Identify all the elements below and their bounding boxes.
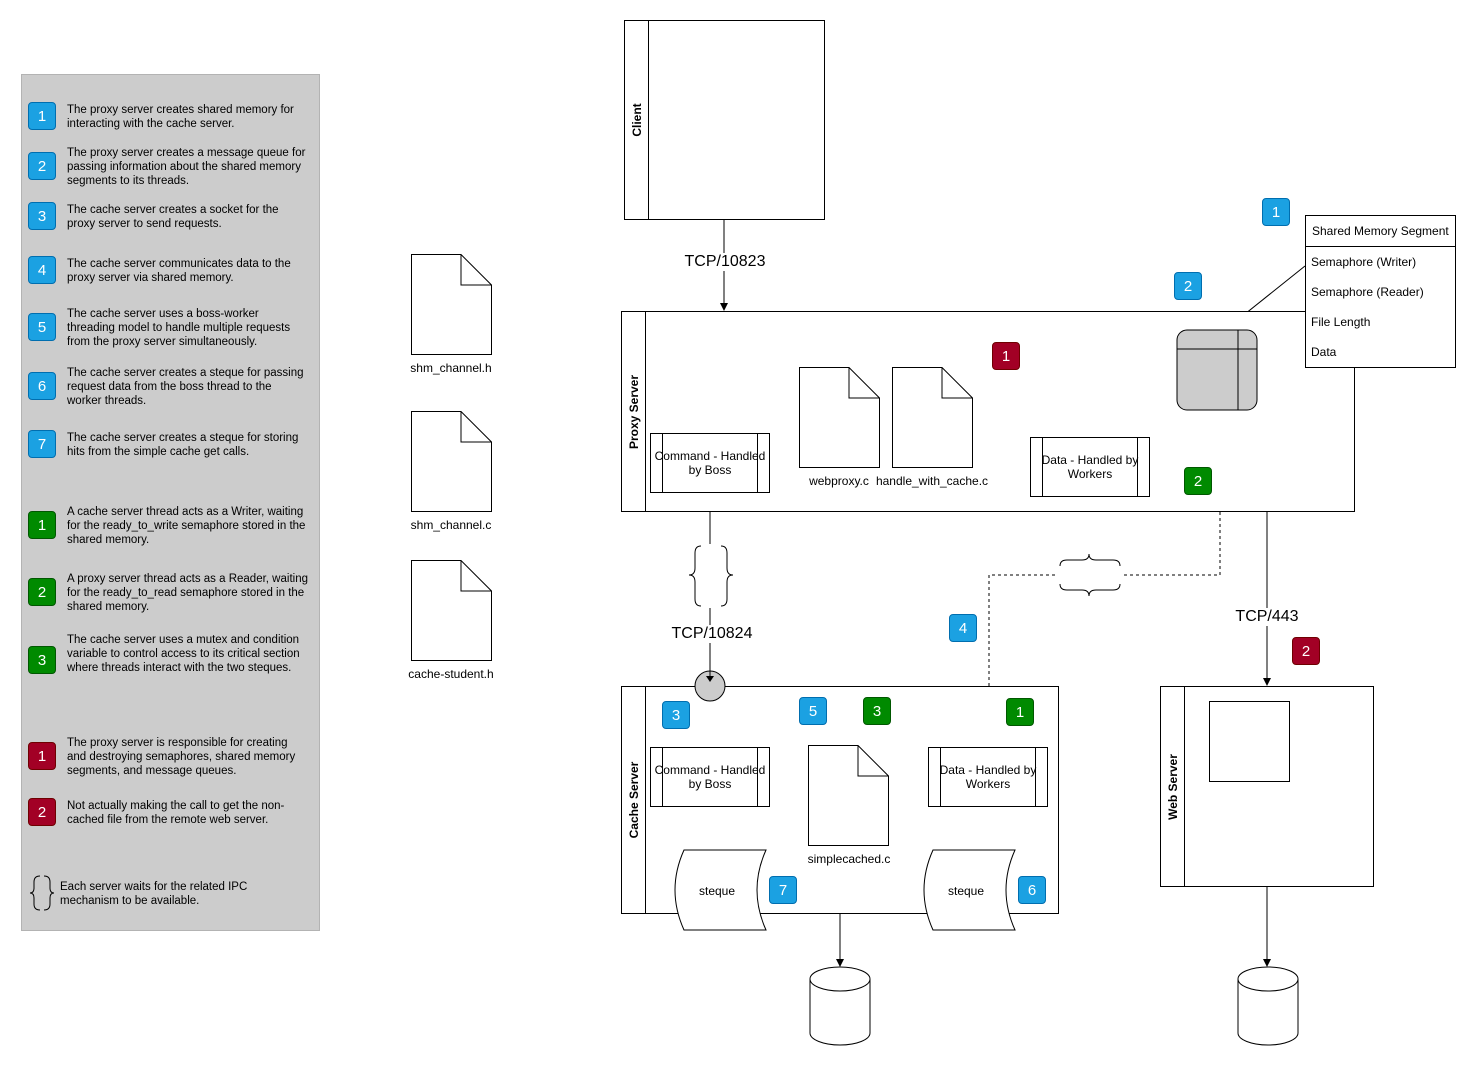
proxy-lane-title: Proxy Server [626,374,641,449]
legend-badge-green-2: 2 [28,578,56,606]
file-icon-shm-channel-c [411,411,492,512]
shm-field-data: Data [1311,345,1337,359]
legend-text-green-1: A cache server thread acts as a Writer, … [67,506,306,546]
cache-command-process: Command - Handled by Boss [650,747,770,807]
badge-green-1: 1 [1006,698,1034,726]
shared-memory-table: Shared Memory Segment Semaphore (Writer)… [1305,215,1456,368]
cache-database-icon [809,966,871,1046]
legend-badge-blue-4: 4 [28,256,56,284]
legend-text-blue-1: The proxy server creates shared memory f… [67,104,294,130]
steque-left-shape [674,849,767,931]
file-icon-shm-channel-h [411,254,492,355]
tcp-proxy-web-label: TCP/443 [1235,608,1299,626]
legend-text-green-2: A proxy server thread acts as a Reader, … [67,573,308,613]
file-label-handle-with-cache-c: handle_with_cache.c [875,474,989,488]
file-label-webproxy-c: webproxy.c [809,474,869,488]
legend-text-blue-5: The cache server uses a boss-worker thre… [67,308,291,348]
file-icon-simplecached-c [808,745,889,846]
shared-memory-icon [1176,329,1258,411]
steque-left-label: steque [698,884,736,898]
badge-red-2: 2 [1292,637,1320,665]
badge-blue-4: 4 [949,614,977,642]
client-lane: Client [624,20,825,220]
badge-blue-7: 7 [769,876,797,904]
badge-green-3: 3 [863,697,891,725]
legend-badge-red-1: 1 [28,742,56,770]
ipc-wait-brace-vertical [688,544,734,608]
badge-green-2: 2 [1184,467,1212,495]
legend-text-red-2: Not actually making the call to get the … [67,800,285,826]
steque-right-label: steque [947,884,985,898]
proxy-command-process: Command - Handled by Boss [650,433,770,493]
web-content-box [1209,701,1290,782]
file-icon-handle-with-cache-c [892,367,973,468]
web-database-icon [1237,966,1299,1046]
shared-memory-title: Shared Memory Segment [1306,216,1455,247]
web-lane-title: Web Server [1165,753,1180,820]
cache-lane-title: Cache Server [626,761,641,839]
file-icon-cache-student-h [411,560,492,661]
legend-badge-red-2: 2 [28,798,56,826]
badge-red-1: 1 [992,342,1020,370]
badge-blue-1: 1 [1262,198,1290,226]
shm-field-length: File Length [1311,315,1371,329]
file-label-cache-student-h: cache-student.h [408,667,494,681]
steque-right-shape [923,849,1016,931]
badge-blue-6: 6 [1018,876,1046,904]
cache-to-shm-dashed-arrow [988,411,1224,686]
file-label-shm-channel-h: shm_channel.h [410,361,492,375]
legend-text-blue-6: The cache server creates a steque for pa… [67,367,304,407]
legend-badge-blue-2: 2 [28,152,56,180]
file-label-shm-channel-c: shm_channel.c [410,518,492,532]
file-label-simplecached-c: simplecached.c [807,852,891,866]
badge-blue-2: 2 [1174,272,1202,300]
legend-text-blue-3: The cache server creates a socket for th… [67,204,279,230]
legend-text-blue-4: The cache server communicates data to th… [67,258,291,284]
legend-badge-green-3: 3 [28,646,56,674]
cache-data-process: Data - Handled by Workers [928,747,1048,807]
legend-badge-blue-7: 7 [28,430,56,458]
brace-icon [29,875,55,911]
legend-text-blue-2: The proxy server creates a message queue… [67,147,306,187]
socket-icon [694,670,726,702]
legend-text-red-1: The proxy server is responsible for crea… [67,737,296,777]
legend-badge-blue-3: 3 [28,202,56,230]
legend-text-green-3: The cache server uses a mutex and condit… [67,634,300,674]
shm-field-writer: Semaphore (Writer) [1311,255,1417,269]
badge-blue-5: 5 [799,697,827,725]
ipc-wait-brace-horizontal [1058,553,1122,597]
legend-badge-blue-1: 1 [28,102,56,130]
proxy-data-process: Data - Handled by Workers [1030,437,1150,497]
legend-badge-blue-5: 5 [28,313,56,341]
legend-text-blue-7: The cache server creates a steque for st… [67,432,299,458]
legend-badge-blue-6: 6 [28,372,56,400]
legend-badge-green-1: 1 [28,511,56,539]
file-icon-webproxy-c [799,367,880,468]
tcp-client-proxy-label: TCP/10823 [684,253,766,271]
badge-blue-3: 3 [662,701,690,729]
shm-field-reader: Semaphore (Reader) [1311,285,1424,299]
client-lane-title: Client [629,103,644,137]
legend-brace-note: Each server waits for the related IPC me… [60,881,248,907]
tcp-proxy-cache-label: TCP/10824 [671,625,753,643]
legend-panel [21,74,320,931]
